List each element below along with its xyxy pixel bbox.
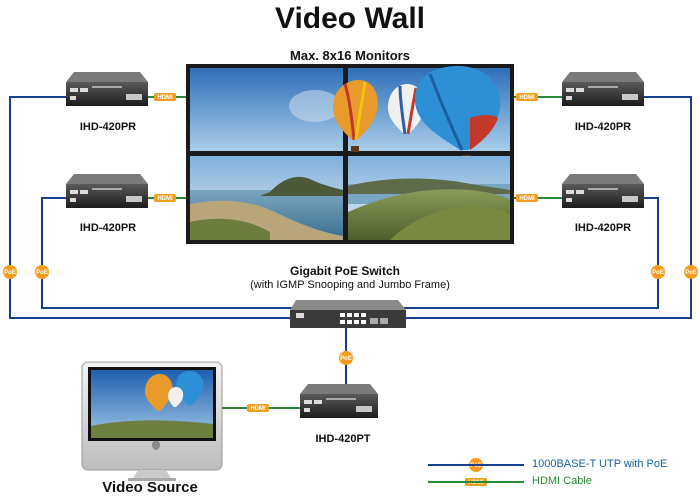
- utp-cable-inner-right: [400, 197, 659, 309]
- utp-cable-inner-left: [41, 197, 292, 309]
- poe-outer-right-tag: [684, 265, 698, 279]
- switch-subtitle: (with IGMP Snooping and Jumbo Frame): [250, 279, 450, 291]
- legend-hdmi-text: HDMI Cable: [532, 475, 592, 487]
- switch-title: Gigabit PoE Switch: [289, 264, 400, 278]
- monitor-top-left: [190, 68, 343, 151]
- receiver-bottom-left: [66, 174, 148, 208]
- hdmi-source-tag: [247, 404, 269, 412]
- hdmi-bottom-left-tag-text: HDMI: [157, 196, 173, 202]
- poe-transmitter-tag: [339, 351, 353, 365]
- poe-inner-right-tag: [651, 265, 665, 279]
- video-wall: [186, 64, 514, 244]
- poe-inner-left-tag: [35, 265, 49, 279]
- poe-transmitter-tag-text: PoE: [340, 356, 352, 362]
- legend-utp-text: 1000BASE-T UTP with PoE: [532, 458, 668, 470]
- hdmi-top-right-tag: [516, 93, 538, 101]
- receiver-bottom-left-label: IHD-420PR: [79, 222, 137, 234]
- poe-inner-right-tag-text: PoE: [652, 270, 664, 276]
- hdmi-source-tag-text: HDMI: [250, 406, 266, 412]
- hdmi-top-left-tag-text: HDMI: [157, 95, 173, 101]
- hdmi-top-right-tag-text: HDMI: [519, 95, 535, 101]
- receiver-top-right: [562, 72, 644, 106]
- apple-logo-icon: [152, 440, 160, 450]
- poe-outer-left-tag-text: PoE: [4, 270, 16, 276]
- video-source-label: Video Source: [102, 479, 198, 496]
- hdmi-bottom-left-tag: [154, 194, 176, 202]
- hdmi-bottom-right-tag-text: HDMI: [519, 196, 535, 202]
- video-wall-subtitle: Max. 8x16 Monitors: [290, 48, 410, 63]
- legend-graphics: [428, 464, 524, 483]
- receiver-top-right-label: IHD-420PR: [574, 121, 632, 133]
- monitor-bottom-right: [348, 156, 510, 240]
- poe-switch: [290, 300, 406, 328]
- transmitter-device: [300, 384, 378, 418]
- poe-inner-left-tag-text: PoE: [36, 270, 48, 276]
- poe-outer-left-tag: [3, 265, 17, 279]
- page-title: Video Wall: [274, 2, 426, 35]
- transmitter-label: IHD-420PT: [315, 433, 371, 445]
- hdmi-bottom-right-tag: [516, 194, 538, 202]
- utp-cable-outer-right: [400, 96, 692, 319]
- balloons-image: [333, 66, 501, 163]
- receiver-bottom-right: [562, 174, 644, 208]
- receiver-bottom-right-label: IHD-420PR: [574, 222, 632, 234]
- hdmi-top-left-tag: [154, 93, 176, 101]
- poe-outer-right-tag-text: PoE: [685, 270, 697, 276]
- video-source-computer: [81, 361, 223, 481]
- monitor-bottom-left: [190, 156, 343, 240]
- utp-cable-outer-left: [9, 96, 292, 319]
- receiver-top-left-label: IHD-420PR: [79, 121, 137, 133]
- receiver-top-left: [66, 72, 148, 106]
